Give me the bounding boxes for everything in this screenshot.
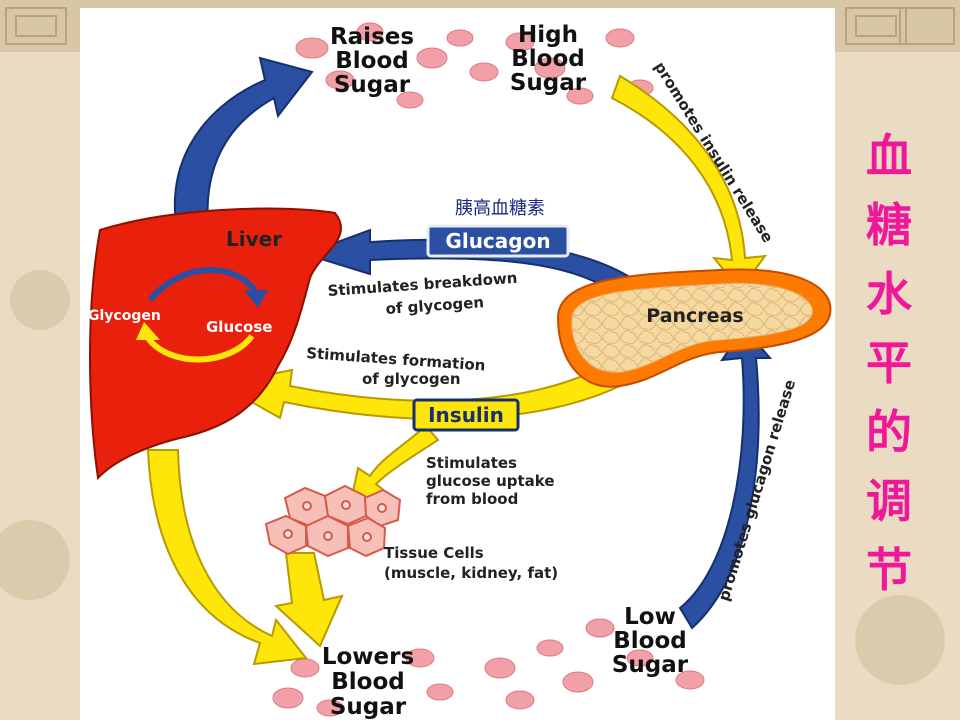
red-blood-cells-bottom: [272, 618, 705, 717]
cycle-arrow-yellow: [145, 334, 255, 363]
low-line-2: Blood: [613, 628, 686, 654]
uptake-line-1: Stimulates: [426, 454, 517, 472]
liver-label: Liver: [226, 227, 282, 251]
side-title-char-1: 血: [866, 129, 912, 183]
insulin-box: [412, 398, 520, 432]
arrow-tissue-to-lowers: [273, 552, 344, 648]
arrow-liver-to-lowers: [146, 449, 308, 666]
side-title-char-3: 水: [866, 267, 912, 321]
tissue-line-2: (muscle, kidney, fat): [384, 564, 558, 582]
breakdown-line-2: of glycogen: [385, 293, 485, 318]
lowers-blood-sugar: Lowers Blood Sugar: [322, 644, 414, 720]
raises-line-2: Blood: [335, 48, 408, 74]
arrow-low-to-pancreas: [678, 326, 773, 630]
side-title-char-7: 节: [866, 543, 912, 597]
lowers-line-3: Sugar: [330, 694, 407, 720]
red-blood-cells-top: [295, 22, 654, 109]
uptake-line-3: from blood: [426, 490, 518, 508]
pancreas-label: Pancreas: [646, 305, 743, 327]
low-line-1: Low: [624, 604, 676, 630]
high-blood-sugar: High Blood Sugar: [510, 22, 587, 96]
glucose-label: Glucose: [206, 318, 272, 336]
blood-sugar-regulation-diagram: Glucagon 胰高血糖素 Insulin Liver Glycogen Gl…: [88, 22, 832, 720]
cycle-arrowhead-blue: [244, 290, 268, 308]
low-blood-sugar: Low Blood Sugar: [612, 604, 689, 678]
raises-line-1: Raises: [330, 24, 414, 50]
arrow-liver-to-raises: [173, 56, 314, 244]
pancreas-inner: [571, 282, 813, 373]
side-title-char-6: 调: [866, 474, 912, 528]
breakdown-line-1: Stimulates breakdown: [327, 269, 518, 300]
low-line-3: Sugar: [612, 652, 689, 678]
side-title-char-5: 的: [866, 405, 912, 459]
side-title-char-4: 平: [866, 336, 912, 390]
liver-shape: [89, 207, 343, 481]
tissue-line-1: Tissue Cells: [384, 544, 484, 562]
glycogen-label: Glycogen: [88, 308, 161, 324]
raises-line-3: Sugar: [334, 72, 411, 98]
cycle-arrow-blue: [147, 267, 258, 302]
high-line-3: Sugar: [510, 70, 587, 96]
glucagon-label: Glucagon: [445, 229, 550, 253]
lowers-line-2: Blood: [331, 669, 404, 695]
glucagon-box: [426, 224, 570, 258]
side-title-vertical: 血 糖 水 平 的 调 节: [858, 122, 920, 605]
high-line-2: Blood: [511, 46, 584, 72]
high-line-1: High: [518, 22, 578, 48]
insulin-label: Insulin: [428, 403, 504, 427]
arrow-insulin-to-liver: [217, 366, 622, 420]
glucagon-chinese-label: 胰高血糖素: [455, 198, 545, 219]
formation-line-2: of glycogen: [362, 370, 461, 388]
uptake-line-2: glucose uptake: [426, 472, 555, 490]
cycle-arrowhead-yellow: [136, 322, 160, 340]
tissue-cells: [264, 484, 402, 558]
raises-blood-sugar: Raises Blood Sugar: [330, 24, 414, 98]
lowers-line-1: Lowers: [322, 644, 414, 670]
side-title-char-2: 糖: [866, 198, 912, 252]
promotes-insulin-release: promotes insulin release: [651, 59, 777, 246]
